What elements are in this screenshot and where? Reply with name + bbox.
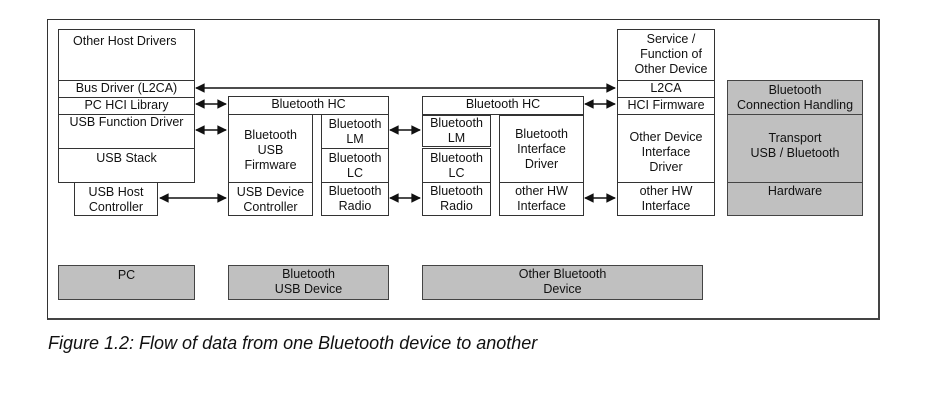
- other-device-interface-driver: Other Device Interface Driver: [617, 114, 715, 183]
- other-device-hw-interface: other HW Interface: [617, 182, 715, 216]
- group-other-bt-device: Other Bluetooth Device: [422, 265, 703, 300]
- group-pc: PC: [58, 265, 195, 300]
- other-hc-radio: Bluetooth Radio: [422, 182, 491, 216]
- btusb-hc-title: Bluetooth HC: [228, 96, 389, 115]
- other-hc-hw-interface: other HW Interface: [499, 182, 584, 216]
- pc-usb-function-driver: USB Function Driver: [58, 114, 195, 149]
- btusb-lm: Bluetooth LM: [321, 114, 389, 149]
- legend-transport: Transport USB / Bluetooth: [727, 114, 863, 183]
- legend-hardware: Hardware: [727, 182, 863, 216]
- other-device-service: Service / Function of Other Device: [617, 29, 715, 81]
- other-device-l2ca: L2CA: [617, 80, 715, 98]
- figure-caption: Figure 1.2: Flow of data from one Blueto…: [48, 333, 538, 353]
- btusb-lc: Bluetooth LC: [321, 148, 389, 183]
- other-hc-title: Bluetooth HC: [422, 96, 584, 115]
- other-device-hci-firmware: HCI Firmware: [617, 97, 715, 115]
- pc-hci-library: PC HCI Library: [58, 97, 195, 115]
- other-hc-lc: Bluetooth LC: [422, 148, 491, 183]
- pc-bus-driver: Bus Driver (L2CA): [58, 80, 195, 98]
- legend-connection-handling: Bluetooth Connection Handling: [727, 80, 863, 115]
- other-hc-lm: Bluetooth LM: [422, 115, 491, 147]
- btusb-radio: Bluetooth Radio: [321, 182, 389, 216]
- other-hc-interface-driver: Bluetooth Interface Driver: [499, 115, 584, 183]
- btusb-usb-firmware: Bluetooth USB Firmware: [228, 114, 313, 183]
- pc-other-host-drivers: Other Host Drivers: [58, 29, 195, 81]
- diagram-frame: [47, 19, 880, 320]
- pc-usb-host-controller: USB Host Controller: [74, 182, 158, 216]
- group-bt-usb-device: Bluetooth USB Device: [228, 265, 389, 300]
- pc-usb-stack: USB Stack: [58, 148, 195, 183]
- btusb-usb-device-controller: USB Device Controller: [228, 182, 313, 216]
